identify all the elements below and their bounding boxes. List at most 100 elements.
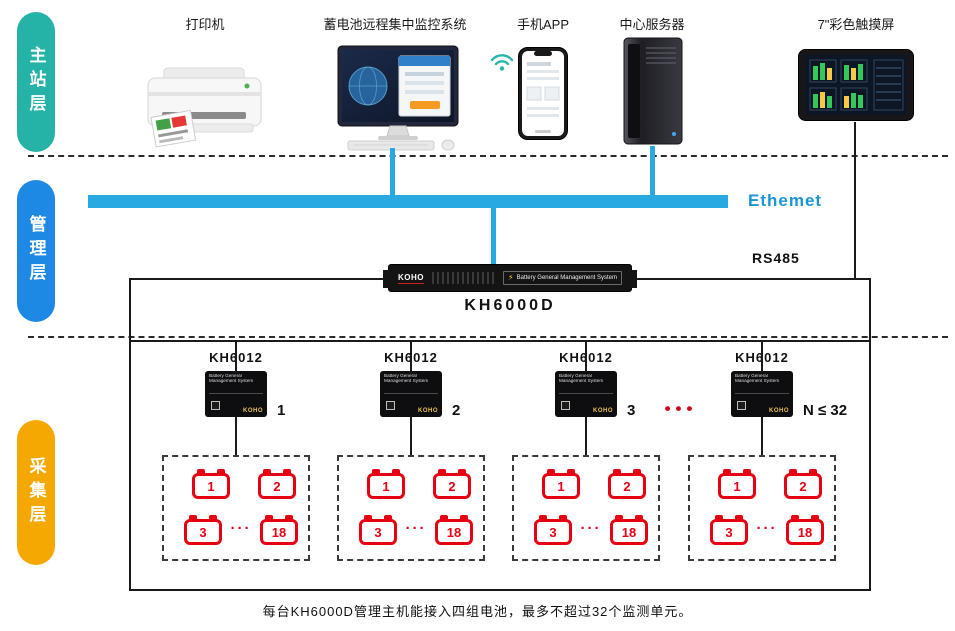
layer-label-main-station: 主站层 — [17, 12, 55, 152]
battery-body: 1 — [367, 473, 405, 499]
layer-label-collection-text: 采集层 — [26, 456, 46, 529]
separator-management-collection — [28, 336, 948, 338]
battery-number: 3 — [549, 524, 557, 540]
bus-collector-connector — [585, 341, 587, 372]
collector-divider — [735, 393, 789, 394]
battery-group-box: 1 2 3 18 ··· — [512, 455, 660, 561]
battery-terminal — [789, 469, 797, 475]
rs485-right-segment — [869, 278, 871, 591]
collector-brand: KOHO — [593, 408, 613, 414]
battery-icon: 3 — [534, 515, 572, 545]
battery-terminal — [438, 469, 446, 475]
printer-icon — [147, 67, 262, 148]
battery-terminal — [285, 515, 293, 521]
battery-body: 18 — [260, 519, 298, 545]
collector-index: 1 — [277, 402, 286, 419]
monitor-label: 蓄电池远程集中监控系统 — [323, 17, 467, 32]
battery-number: 1 — [207, 478, 215, 494]
collector-display-icon — [561, 401, 570, 410]
battery-icon: 1 — [192, 469, 230, 499]
battery-terminal — [189, 515, 197, 521]
battery-body: 18 — [435, 519, 473, 545]
battery-terminal — [723, 469, 731, 475]
separator-main-management — [28, 155, 948, 157]
battery-terminal — [539, 515, 547, 521]
battery-group-box: 1 2 3 18 ··· — [688, 455, 836, 561]
touchscreen-label: 7"彩色触摸屏 — [817, 17, 895, 32]
gateway-brand: KOHO — [398, 272, 424, 284]
ethernet-gateway-connector — [491, 207, 496, 265]
battery-terminal — [715, 515, 723, 521]
battery-terminal — [809, 469, 817, 475]
rs485-top-left-segment — [129, 278, 388, 280]
battery-body: 2 — [433, 473, 471, 499]
collector-display-icon — [211, 401, 220, 410]
battery-body: 2 — [608, 473, 646, 499]
bus-collector-connector — [235, 341, 237, 372]
collector-index: 2 — [452, 402, 461, 419]
battery-terminal — [547, 469, 555, 475]
battery-ellipsis: ··· — [230, 520, 252, 537]
battery-icon: 1 — [718, 469, 756, 499]
collector-battery-connector — [410, 417, 412, 455]
rack-ear — [631, 270, 637, 288]
rack-ear — [383, 270, 389, 288]
monitor-ethernet-connector — [390, 148, 395, 196]
battery-number: 3 — [199, 524, 207, 540]
wifi-icon — [490, 54, 514, 71]
battery-terminal — [635, 515, 643, 521]
battery-body: 18 — [610, 519, 648, 545]
battery-icon: 2 — [258, 469, 296, 499]
battery-number: 3 — [374, 524, 382, 540]
server-icon — [623, 37, 683, 145]
battery-body: 1 — [718, 473, 756, 499]
battery-icon: 1 — [367, 469, 405, 499]
collector-display-icon — [386, 401, 395, 410]
collectors-ellipsis: ••• — [664, 399, 698, 418]
gateway-panel-text: Battery General Management System — [516, 274, 617, 281]
collector-divider — [209, 393, 263, 394]
battery-terminal — [392, 469, 400, 475]
layer-label-main-station-text: 主站层 — [26, 46, 46, 118]
battery-icon: 2 — [433, 469, 471, 499]
battery-icon: 3 — [710, 515, 748, 545]
battery-terminal — [197, 469, 205, 475]
collector-divider — [384, 393, 438, 394]
collector-brand: KOHO — [418, 408, 438, 414]
rs485-label: RS485 — [752, 250, 800, 266]
collector-device: Battery General Management System KOHO — [555, 371, 617, 417]
battery-terminal — [283, 469, 291, 475]
battery-terminal — [567, 469, 575, 475]
collector-device: Battery General Management System KOHO — [205, 371, 267, 417]
collector-battery-connector — [761, 417, 763, 455]
bus-collector-connector — [410, 341, 412, 372]
battery-number: 2 — [623, 478, 631, 494]
battery-icon: 18 — [260, 515, 298, 545]
phone-icon — [518, 47, 568, 140]
battery-icon: 3 — [359, 515, 397, 545]
collector-display-icon — [737, 401, 746, 410]
battery-terminal — [458, 469, 466, 475]
battery-number: 18 — [446, 524, 462, 540]
battery-icon: 18 — [435, 515, 473, 545]
rs485-bottom-segment — [129, 589, 871, 591]
battery-body: 2 — [258, 473, 296, 499]
collector-device: Battery General Management System KOHO — [380, 371, 442, 417]
battery-ellipsis: ··· — [756, 520, 778, 537]
battery-terminal — [743, 469, 751, 475]
collector-battery-connector — [585, 417, 587, 455]
collector-panel-text: Battery General Management System — [559, 374, 604, 384]
layer-label-management-text: 管理层 — [26, 215, 46, 287]
gateway-vents — [432, 272, 495, 284]
collector-battery-connector — [235, 417, 237, 455]
battery-icon: 3 — [184, 515, 222, 545]
battery-body: 18 — [786, 519, 824, 545]
collector-device: Battery General Management System KOHO — [731, 371, 793, 417]
ethernet-bus-bar — [88, 195, 728, 208]
battery-terminal — [364, 515, 372, 521]
battery-number: 2 — [799, 478, 807, 494]
battery-ellipsis: ··· — [580, 520, 602, 537]
battery-icon: 18 — [786, 515, 824, 545]
battery-icon: 2 — [608, 469, 646, 499]
